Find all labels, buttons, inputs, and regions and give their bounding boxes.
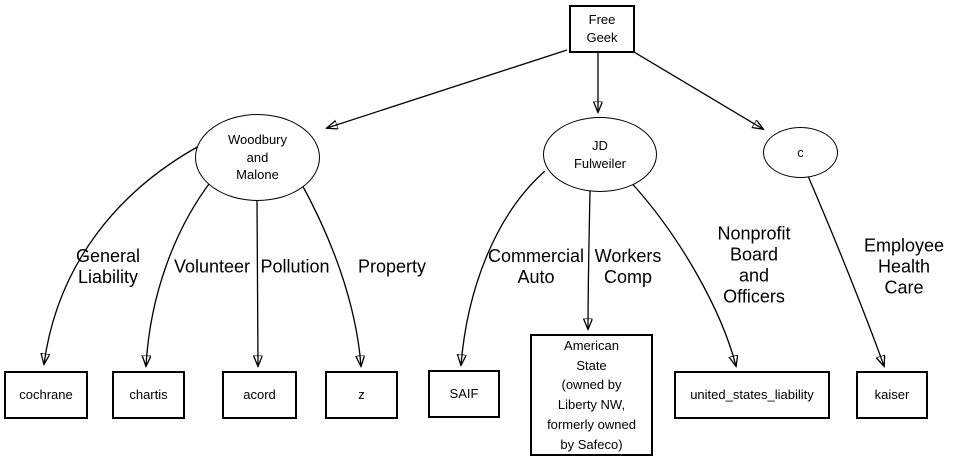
edge-jdfulweiler-americanstate <box>588 190 590 329</box>
edge-label-property: Property <box>357 256 427 277</box>
edge-c-kaiser <box>807 175 884 366</box>
node-saif: SAIF <box>428 370 500 418</box>
edge-jdfulweiler-unitedstatesliability <box>626 177 736 366</box>
node-chartis: chartis <box>112 371 185 419</box>
edge-label-nonprofit-board-and-officers: Nonprofit Board and Officers <box>717 223 791 306</box>
edge-label-pollution: Pollution <box>260 256 330 277</box>
node-z: z <box>325 371 398 419</box>
edge-label-general-liability: General Liability <box>75 246 141 287</box>
node-acord: acord <box>222 371 297 419</box>
node-woodbury-and-malone: Woodbury and Malone <box>195 114 320 201</box>
node-free-geek: Free Geek <box>569 5 635 53</box>
edge-freegeek-woodbury <box>327 49 568 128</box>
edge-freegeek-c <box>633 51 763 129</box>
edge-woodbury-acord <box>257 199 258 366</box>
node-kaiser: kaiser <box>856 371 928 419</box>
node-c: c <box>763 127 838 178</box>
edge-jdfulweiler-saif <box>461 170 546 365</box>
edge-label-employee-health-care: Employee Health Care <box>863 235 945 298</box>
edge-label-commercial-auto: Commercial Auto <box>487 246 585 287</box>
node-united-states-liability: united_states_liability <box>674 371 830 419</box>
edge-woodbury-z <box>299 180 361 366</box>
edge-woodbury-chartis <box>146 179 213 366</box>
node-cochrane: cochrane <box>4 371 88 419</box>
edge-label-workers-comp: Workers Comp <box>594 246 662 287</box>
edge-label-volunteer: Volunteer <box>173 256 251 277</box>
edge-woodbury-cochrane <box>44 145 200 364</box>
node-jd-fulweiler: JD Fulweiler <box>543 117 657 192</box>
node-american-state: American State (owned by Liberty NW, for… <box>530 334 653 456</box>
